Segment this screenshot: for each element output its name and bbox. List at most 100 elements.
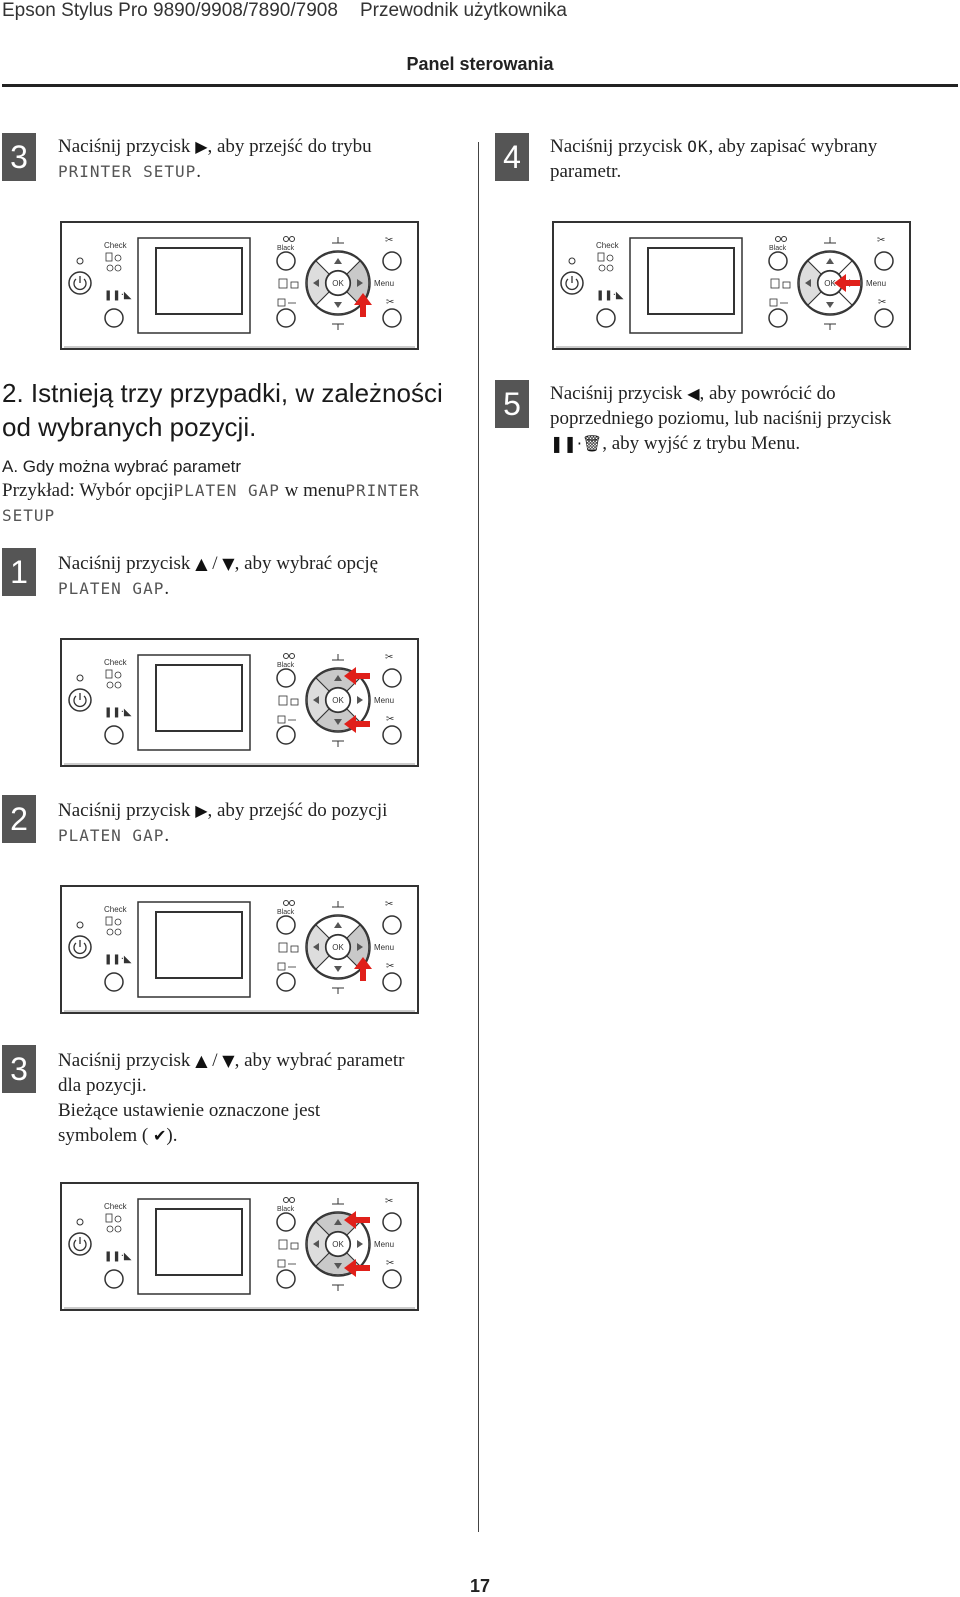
step-text-line4-pre: symbolem ( (58, 1125, 149, 1146)
left-arrow-icon: ◀ (687, 384, 700, 403)
step-text: Naciśnij przycisk ▶, aby przejść do pozy… (58, 798, 468, 848)
svg-text:Menu: Menu (374, 279, 394, 288)
step-text-line3: , aby wyjść z trybu Menu. (602, 433, 801, 454)
pause-cancel-icon: ❚❚·🗑 (550, 434, 603, 453)
red-arrow-icon (344, 667, 370, 685)
step-text: Naciśnij przycisk ▲ / ▼, aby wybrać para… (58, 1048, 468, 1148)
down-arrow-icon: ▼ (222, 1051, 235, 1070)
step-text-post: , aby powrócić do (699, 383, 836, 404)
lcd-text: PLATEN GAP (58, 579, 165, 598)
svg-text:OK: OK (332, 696, 344, 705)
column-divider (478, 142, 479, 1532)
down-arrow-icon: ▼ (222, 554, 235, 573)
svg-text:Black: Black (277, 662, 295, 669)
ok-key-label: OK (687, 137, 709, 156)
red-arrow-icon (834, 274, 860, 292)
svg-text:OK: OK (332, 279, 344, 288)
step-number: 3 (2, 133, 36, 181)
control-panel-illustration: Check ❚❚·◣ Black OK Menu ✂ ✂ (60, 638, 420, 768)
svg-text:Check: Check (596, 241, 620, 250)
step-text-post: , aby zapisać wybrany (708, 136, 878, 157)
guide-title: Przewodnik użytkownika (360, 0, 567, 21)
up-arrow-icon: ▲ (195, 1051, 208, 1070)
svg-text:Black: Black (769, 245, 787, 252)
step-text-pre: Naciśnij przycisk (58, 136, 191, 157)
svg-text:✂: ✂ (385, 235, 393, 246)
example-mid: w menu (284, 480, 346, 501)
step-text-line2: parametr. (550, 161, 622, 182)
red-arrow-icon (344, 1259, 370, 1277)
step-text: Naciśnij przycisk ◀, aby powrócić do pop… (550, 381, 950, 456)
red-arrow-icon (354, 293, 372, 317)
step-number: 4 (495, 133, 529, 181)
svg-text:✂: ✂ (386, 714, 394, 725)
step-text-line4-post: ). (166, 1125, 178, 1146)
svg-text:✂: ✂ (877, 235, 885, 246)
product-name: Epson Stylus Pro 9890/9908/7890/7908 (2, 0, 338, 21)
svg-text:Menu: Menu (374, 696, 394, 705)
step-text-pre: Naciśnij przycisk (58, 800, 191, 821)
svg-text:Menu: Menu (374, 1240, 394, 1249)
red-arrow-icon (344, 1211, 370, 1229)
svg-text:Check: Check (104, 905, 128, 914)
step-number: 5 (495, 380, 529, 428)
svg-text:❚❚·◣: ❚❚·◣ (104, 707, 132, 718)
step-text-end: . (196, 161, 201, 182)
svg-text:✂: ✂ (386, 961, 394, 972)
lcd-text: PRINTER (345, 481, 420, 500)
example-pre: Przykład: Wybór opcji (2, 480, 174, 501)
step-text-pre: Naciśnij przycisk (550, 136, 683, 157)
subheading: A. Gdy można wybrać parametr (2, 457, 242, 476)
step-text-line3: Bieżące ustawienie oznaczone jest (58, 1100, 321, 1121)
svg-text:OK: OK (824, 279, 836, 288)
up-arrow-icon: ▲ (195, 554, 208, 573)
svg-text:✂: ✂ (386, 1258, 394, 1269)
lcd-text: SETUP (2, 506, 56, 525)
step-text-sep: / (212, 1050, 218, 1071)
svg-text:OK: OK (332, 1240, 344, 1249)
heading-line2: od wybranych pozycji. (2, 412, 257, 442)
step-number: 3 (2, 1045, 36, 1093)
control-panel-illustration: Check ❚❚·◣ Black OK Menu ✂ ✂ (60, 221, 420, 351)
svg-text:Black: Black (277, 245, 295, 252)
control-panel-illustration: Check ❚❚·◣ Black OK Menu ✂ ✂ (60, 885, 420, 1015)
step-text: Naciśnij przycisk OK, aby zapisać wybran… (550, 134, 950, 184)
svg-text:Check: Check (104, 241, 128, 250)
section-heading: 2. Istnieją trzy przypadki, w zależności… (2, 376, 472, 444)
svg-text:✂: ✂ (385, 899, 393, 910)
lcd-text: PLATEN GAP (58, 826, 165, 845)
svg-text:❚❚·◣: ❚❚·◣ (596, 290, 624, 301)
step-text-line2: poprzedniego poziomu, lub naciśnij przyc… (550, 408, 892, 429)
step-text-post: , aby wybrać opcję (234, 553, 379, 574)
example-text: Przykład: Wybór opcjiPLATEN GAP w menuPR… (2, 478, 472, 528)
svg-text:✂: ✂ (878, 297, 886, 308)
svg-text:✂: ✂ (385, 652, 393, 663)
right-arrow-icon: ▶ (195, 801, 208, 820)
svg-text:✂: ✂ (386, 297, 394, 308)
svg-text:✂: ✂ (385, 1196, 393, 1207)
step-number: 2 (2, 795, 36, 843)
step-text-pre: Naciśnij przycisk (58, 553, 191, 574)
step-text-end: . (164, 825, 170, 846)
checkmark-icon: ✔ (153, 1126, 167, 1145)
svg-text:Menu: Menu (866, 279, 886, 288)
red-arrow-icon (354, 957, 372, 981)
header-rule (2, 84, 958, 87)
step-number: 1 (2, 548, 36, 596)
step-text-line2: dla pozycji. (58, 1075, 147, 1096)
svg-text:❚❚·◣: ❚❚·◣ (104, 954, 132, 965)
svg-text:❚❚·◣: ❚❚·◣ (104, 1251, 132, 1262)
right-arrow-icon: ▶ (195, 137, 208, 156)
svg-text:Menu: Menu (374, 943, 394, 952)
control-panel-illustration: Check ❚❚·◣ Black OK Menu ✂ ✂ (552, 221, 912, 351)
step-text-pre: Naciśnij przycisk (550, 383, 683, 404)
step-text-sep: / (212, 553, 218, 574)
step-text: Naciśnij przycisk ▶, aby przejść do tryb… (58, 134, 468, 184)
step-text-pre: Naciśnij przycisk (58, 1050, 191, 1071)
step-text-end: . (164, 578, 170, 599)
svg-text:Black: Black (277, 909, 295, 916)
section-title: Panel sterowania (406, 54, 554, 74)
svg-text:Check: Check (104, 1202, 128, 1211)
step-text-post: , aby przejść do trybu (207, 136, 372, 157)
heading-line1: 2. Istnieją trzy przypadki, w zależności (2, 378, 443, 408)
